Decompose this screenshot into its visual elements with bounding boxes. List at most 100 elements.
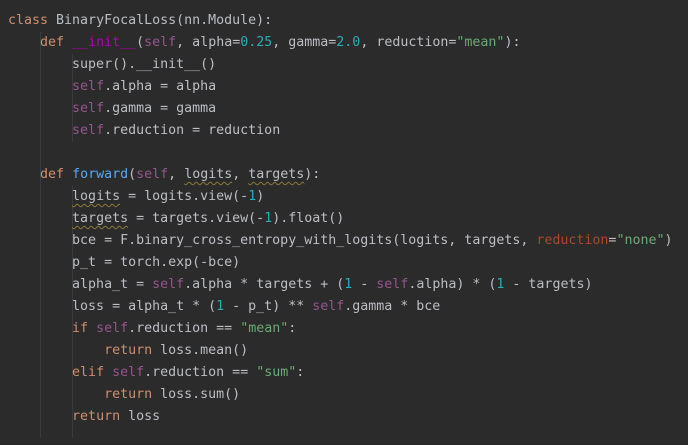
code-token: , alpha= xyxy=(176,35,241,50)
code-line[interactable]: def __init__(self, alpha=0.25, gamma=2.0… xyxy=(8,32,673,54)
code-token xyxy=(8,79,72,94)
code-token: return xyxy=(72,409,121,424)
code-token: ( xyxy=(128,167,137,182)
code-token: 0.25 xyxy=(240,35,273,50)
code-token: : xyxy=(288,321,297,336)
code-line[interactable]: logits = logits.view(-1) xyxy=(8,186,673,208)
code-token: p_t = torch.exp(-bce) xyxy=(8,255,241,270)
code-token: targets xyxy=(72,211,129,226)
code-token: .alpha = alpha xyxy=(104,79,217,94)
code-token: self xyxy=(72,79,105,94)
code-token: 1 xyxy=(264,211,273,226)
code-token: = logits.view(- xyxy=(120,189,249,204)
code-token: reduction xyxy=(536,233,609,248)
code-line[interactable]: p_t = torch.exp(-bce) xyxy=(8,252,673,274)
code-token: "none" xyxy=(616,233,665,248)
code-line[interactable]: return loss xyxy=(8,406,673,428)
code-token: = xyxy=(608,233,617,248)
code-token: , xyxy=(168,167,185,182)
code-token: : xyxy=(296,365,305,380)
code-token: , xyxy=(232,167,249,182)
code-line[interactable]: targets = targets.view(-1).float() xyxy=(8,208,673,230)
code-token: self xyxy=(72,101,105,116)
code-token: __init__ xyxy=(72,35,137,50)
code-line[interactable]: if self.reduction == "mean": xyxy=(8,318,673,340)
code-token xyxy=(8,167,40,182)
code-token: super().__init__() xyxy=(8,57,217,72)
code-line[interactable]: alpha_t = self.alpha * targets + (1 - se… xyxy=(8,274,673,296)
indent-guide xyxy=(72,186,73,438)
code-token xyxy=(64,167,72,182)
code-line[interactable]: self.gamma = gamma xyxy=(8,98,673,120)
code-token xyxy=(8,343,104,358)
code-line[interactable]: def forward(self, logits, targets): xyxy=(8,164,673,186)
code-token: bce = F.binary_cross_entropy_with_logits… xyxy=(8,233,537,248)
code-line[interactable]: return loss.sum() xyxy=(8,384,673,406)
code-token: alpha_t = xyxy=(8,277,153,292)
code-token: if xyxy=(72,321,89,336)
code-token: return xyxy=(104,343,153,358)
code-token: self xyxy=(136,167,169,182)
code-token: .gamma * bce xyxy=(344,299,441,314)
code-line[interactable]: super().__init__() xyxy=(8,54,673,76)
code-token xyxy=(8,35,40,50)
code-token: - p_t) ** xyxy=(224,299,313,314)
code-token: 1 xyxy=(248,189,257,204)
code-token: .reduction == xyxy=(144,365,257,380)
code-token: def xyxy=(40,35,65,50)
code-line[interactable]: return loss.mean() xyxy=(8,340,673,362)
code-token: "sum" xyxy=(256,365,297,380)
code-token: 1 xyxy=(216,299,225,314)
code-line[interactable]: self.reduction = reduction xyxy=(8,120,673,142)
code-token: class xyxy=(8,13,49,28)
code-token xyxy=(104,365,112,380)
code-token xyxy=(8,101,72,116)
code-token xyxy=(8,211,72,226)
code-token: loss = alpha_t * ( xyxy=(8,299,217,314)
code-token xyxy=(8,409,72,424)
code-token: loss.mean() xyxy=(152,343,249,358)
code-token: self xyxy=(144,35,177,50)
code-token: .alpha * targets + ( xyxy=(184,277,345,292)
code-token xyxy=(8,123,72,138)
code-line[interactable]: loss = alpha_t * (1 - p_t) ** self.gamma… xyxy=(8,296,673,318)
code-token: BinaryFocalLoss(nn.Module): xyxy=(48,13,273,28)
code-token: - xyxy=(352,277,377,292)
code-token xyxy=(8,365,72,380)
code-token: def xyxy=(40,167,65,182)
code-line[interactable]: elif self.reduction == "sum": xyxy=(8,362,673,384)
indent-guide xyxy=(40,32,41,438)
code-token xyxy=(8,321,72,336)
code-line[interactable] xyxy=(8,142,673,164)
code-line[interactable]: class BinaryFocalLoss(nn.Module): xyxy=(8,10,673,32)
code-token: "mean" xyxy=(240,321,289,336)
code-token: self xyxy=(152,277,185,292)
code-token: self xyxy=(72,123,105,138)
code-token: .gamma = gamma xyxy=(104,101,217,116)
code-token: 1 xyxy=(344,277,353,292)
code-token: = targets.view(- xyxy=(128,211,265,226)
code-token: ): xyxy=(504,35,521,50)
code-token: .reduction = reduction xyxy=(104,123,281,138)
code-token xyxy=(88,321,96,336)
code-token: 2.0 xyxy=(336,35,361,50)
code-token: ).float() xyxy=(272,211,345,226)
code-token: , reduction= xyxy=(360,35,457,50)
code-token: self xyxy=(112,365,145,380)
code-token: targets xyxy=(248,167,305,182)
code-token: self xyxy=(376,277,409,292)
code-token: elif xyxy=(72,365,105,380)
code-token: loss.sum() xyxy=(152,387,241,402)
code-token: ) xyxy=(664,233,673,248)
code-token: self xyxy=(312,299,345,314)
code-line[interactable]: self.alpha = alpha xyxy=(8,76,673,98)
code-token: .alpha) * ( xyxy=(408,277,497,292)
indent-guide xyxy=(72,54,73,142)
code-token: , gamma= xyxy=(272,35,337,50)
code-line[interactable]: bce = F.binary_cross_entropy_with_logits… xyxy=(8,230,673,252)
code-token: loss xyxy=(120,409,161,424)
code-token: logits xyxy=(72,189,121,204)
code-token: ): xyxy=(304,167,321,182)
code-area[interactable]: class BinaryFocalLoss(nn.Module): def __… xyxy=(8,10,673,428)
